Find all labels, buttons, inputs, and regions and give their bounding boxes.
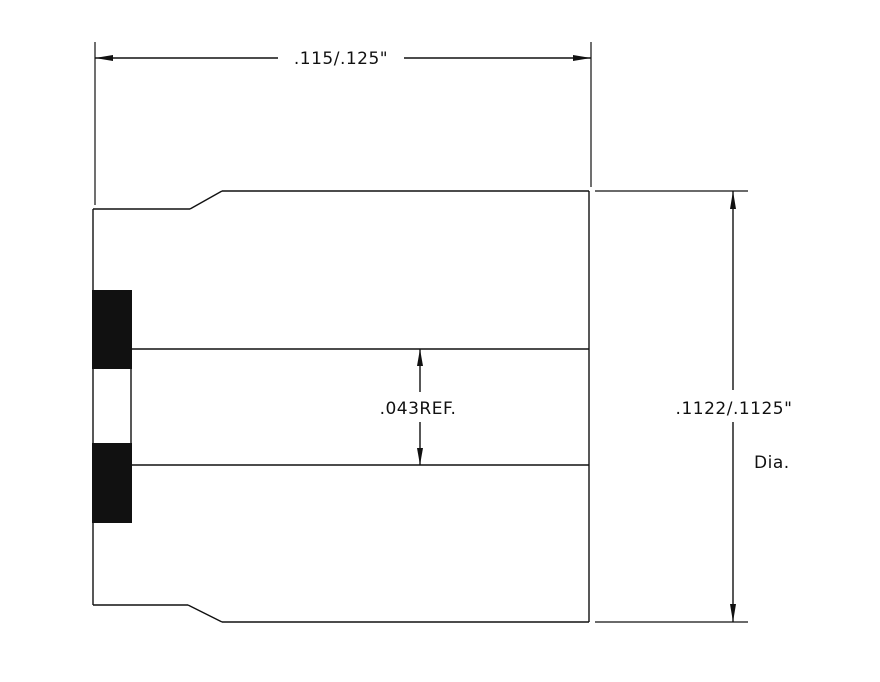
bore-arrow-top — [417, 349, 423, 366]
bore — [131, 348, 589, 466]
section-block-bottom — [92, 443, 132, 523]
length-dimension-label: .115/.125" — [294, 49, 388, 69]
length-arrow-left — [95, 55, 113, 61]
bore-dimension: .043REF. — [380, 349, 457, 465]
bore-arrow-bottom — [417, 448, 423, 465]
section-blocks — [92, 290, 132, 523]
bore-dimension-label: .043REF. — [380, 399, 457, 419]
length-dimension: .115/.125" — [94, 42, 592, 205]
outline-top-chamfer — [189, 190, 223, 210]
diameter-arrow-top — [730, 191, 736, 209]
diameter-suffix-label: Dia. — [754, 453, 790, 473]
diameter-dimension: .1122/.1125" Dia. — [595, 190, 793, 623]
part-outline — [92, 190, 590, 623]
length-arrow-right — [573, 55, 591, 61]
diameter-arrow-bottom — [730, 604, 736, 622]
diameter-dimension-label: .1122/.1125" — [676, 399, 793, 419]
section-block-top — [92, 290, 132, 369]
outline-bottom-chamfer — [187, 604, 223, 623]
